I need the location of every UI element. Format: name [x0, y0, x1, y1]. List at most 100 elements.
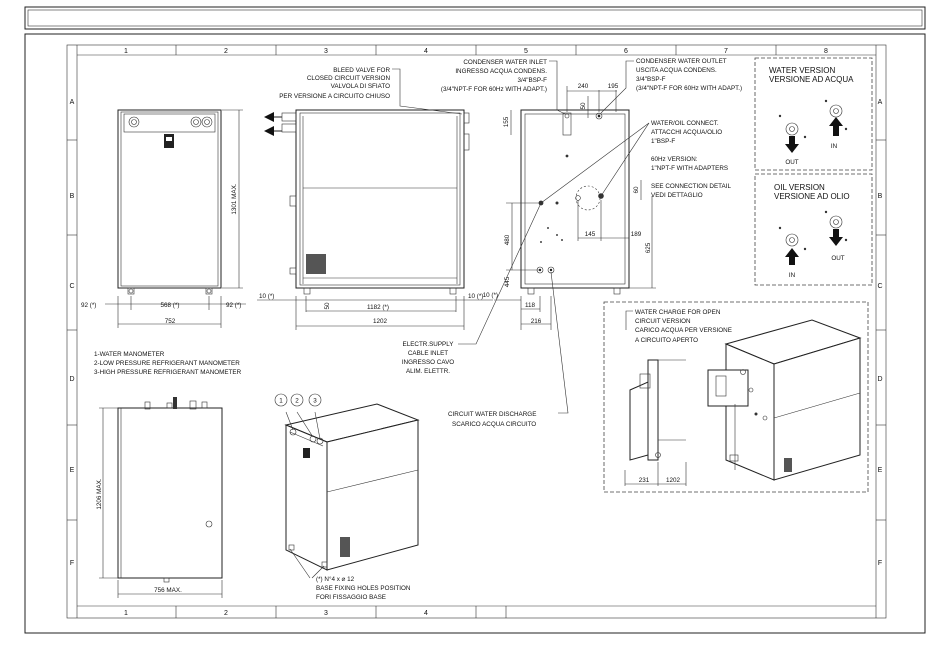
- grid-row-label: C: [69, 283, 74, 290]
- rear-dim-240: 240: [578, 83, 589, 90]
- condenser-outlet-callout: CONDENSER WATER OUTLET USCITA ACQUA COND…: [600, 58, 742, 114]
- grid-row-label: A: [70, 99, 75, 106]
- svg-text:WATER CHARGE FOR OPEN: WATER CHARGE FOR OPEN: [635, 309, 721, 316]
- svg-text:CONDENSER WATER OUTLET: CONDENSER WATER OUTLET: [636, 58, 727, 65]
- charge-dim-1202: 1202: [666, 477, 681, 484]
- svg-text:CLOSED CIRCUIT VERSION: CLOSED CIRCUIT VERSION: [307, 75, 391, 82]
- vent-grille-icon: [306, 254, 326, 274]
- bleed-valve-callout: BLEED VALVE FOR CLOSED CIRCUIT VERSION V…: [279, 67, 463, 115]
- svg-text:CONDENSER WATER INLET: CONDENSER WATER INLET: [463, 59, 547, 66]
- svg-text:CABLE INLET: CABLE INLET: [408, 350, 448, 357]
- water-in-label: IN: [831, 143, 838, 150]
- svg-text:3-HIGH PRESSURE REFRIGERANT MA: 3-HIGH PRESSURE REFRIGERANT MANOMETER: [94, 369, 242, 376]
- grid-row-label: A: [878, 99, 883, 106]
- grid-col-label: 2: [224, 48, 228, 55]
- arrow-out-icon: [264, 126, 274, 136]
- arrow-up-icon: [785, 248, 799, 265]
- svg-text:CIRCUIT VERSION: CIRCUIT VERSION: [635, 318, 691, 325]
- top-height-dim: 1206 MAX.: [96, 478, 103, 509]
- top-grid-strip: [67, 45, 886, 618]
- grid-row-label: E: [70, 467, 75, 474]
- rear-dim-445: 445: [504, 276, 511, 287]
- rear-dim-189: 189: [631, 231, 642, 238]
- callout-badge: [274, 393, 288, 407]
- grid-col-label: 3: [324, 610, 328, 617]
- svg-text:USCITA ACQUA CONDENS.: USCITA ACQUA CONDENS.: [636, 67, 717, 74]
- svg-text:3: 3: [313, 398, 317, 405]
- side-dim-left-offset: 10 (*): [259, 293, 274, 300]
- grid-row-label: B: [70, 193, 75, 200]
- svg-text:1: 1: [279, 398, 283, 405]
- electr-supply-callout: ELECTR.SUPPLY CABLE INLET INGRESSO CAVO …: [402, 202, 542, 375]
- grid-col-label: 4: [424, 610, 428, 617]
- front-view: 1301 MAX. 92 (*) 568 (*) 92 (*) 752: [81, 109, 246, 328]
- rear-dim-60: 60: [633, 186, 640, 194]
- callout-badge: [308, 393, 322, 407]
- side-dim-right-offset: 10 (*): [468, 293, 483, 300]
- grid-row-label: C: [877, 283, 882, 290]
- svg-text:ATTACCHI ACQUA/OLIO: ATTACCHI ACQUA/OLIO: [651, 129, 722, 136]
- base-fixing-note: (*) N°4 x ⌀ 12 BASE FIXING HOLES POSITIO…: [316, 575, 411, 601]
- arrow-down-icon: [785, 136, 799, 153]
- water-out-label: OUT: [785, 159, 798, 166]
- grid-col-label: 1: [124, 48, 128, 55]
- arrow-out-icon: [264, 112, 274, 122]
- rear-dim-216: 216: [531, 318, 542, 325]
- svg-text:VALVOLA DI SFIATO: VALVOLA DI SFIATO: [331, 83, 390, 90]
- svg-text:(3/4"NPT-F FOR 60Hz WITH ADAPT: (3/4"NPT-F FOR 60Hz WITH ADAPT.): [441, 86, 547, 93]
- front-dim-center: 568 (*): [161, 302, 180, 309]
- grid-col-label: 4: [424, 48, 428, 55]
- grid-row-label: F: [878, 560, 882, 567]
- svg-text:WATER VERSION: WATER VERSION: [769, 66, 835, 75]
- svg-text:INGRESSO CAVO: INGRESSO CAVO: [402, 359, 454, 366]
- top-view: 1206 MAX. 756 MAX.: [96, 397, 223, 598]
- oil-version-detail: OIL VERSION VERSIONE AD OLIO IN OUT: [754, 173, 873, 286]
- front-dim-left: 92 (*): [81, 302, 96, 309]
- svg-text:CARICO ACQUA PER VERSIONE: CARICO ACQUA PER VERSIONE: [635, 327, 732, 334]
- svg-text:VERSIONE AD OLIO: VERSIONE AD OLIO: [774, 192, 850, 201]
- grid-row-label: B: [878, 193, 883, 200]
- svg-text:BLEED VALVE FOR: BLEED VALVE FOR: [333, 67, 390, 74]
- svg-text:ALIM. ELETTR.: ALIM. ELETTR.: [406, 368, 450, 375]
- side-view: 10 (*) 10 (*) 50 1182 (*) 1202: [257, 109, 493, 330]
- side-width-dim: 1202: [373, 318, 388, 325]
- svg-text:1"BSP-F: 1"BSP-F: [651, 138, 675, 145]
- svg-text:60Hz VERSION:: 60Hz VERSION:: [651, 156, 698, 163]
- svg-text:ELECTR.SUPPLY: ELECTR.SUPPLY: [403, 341, 455, 348]
- svg-text:BASE FIXING HOLES POSITION: BASE FIXING HOLES POSITION: [316, 585, 411, 592]
- svg-text:VERSIONE AD ACQUA: VERSIONE AD ACQUA: [769, 75, 854, 84]
- title-block: [24, 6, 926, 30]
- side-dim-small: 50: [324, 302, 331, 310]
- svg-text:INGRESSO ACQUA CONDENS.: INGRESSO ACQUA CONDENS.: [455, 68, 547, 75]
- oil-out-label: OUT: [831, 255, 844, 262]
- svg-text:1-WATER MANOMETER: 1-WATER MANOMETER: [94, 351, 165, 358]
- grid-row-label: D: [69, 376, 74, 383]
- front-width-dim: 752: [165, 318, 176, 325]
- condenser-inlet-callout: CONDENSER WATER INLET INGRESSO ACQUA CON…: [441, 59, 566, 115]
- svg-text:OIL VERSION: OIL VERSION: [774, 183, 825, 192]
- charge-dim-231: 231: [639, 477, 650, 484]
- rear-dim-145: 145: [585, 231, 596, 238]
- grid-col-label: 1: [124, 610, 128, 617]
- svg-text:3/4"BSP-F: 3/4"BSP-F: [517, 77, 547, 84]
- water-charge-detail: WATER CHARGE FOR OPEN CIRCUIT VERSION CA…: [603, 301, 869, 493]
- arrow-down-icon: [829, 229, 843, 246]
- drawing-frame: [66, 44, 887, 619]
- side-base-dim: 1182 (*): [367, 304, 389, 311]
- grid-row-label: D: [877, 376, 882, 383]
- svg-text:FORI FISSAGGIO BASE: FORI FISSAGGIO BASE: [316, 594, 386, 601]
- svg-text:CIRCUIT WATER DISCHARGE: CIRCUIT WATER DISCHARGE: [448, 411, 536, 418]
- vent-grille-icon: [784, 458, 792, 472]
- svg-text:(3/4"NPT-F FOR 60Hz WITH ADAPT: (3/4"NPT-F FOR 60Hz WITH ADAPT.): [636, 85, 742, 92]
- sheet-border: [24, 33, 926, 634]
- manometer-legend: 1-WATER MANOMETER 2-LOW PRESSURE REFRIGE…: [94, 351, 242, 376]
- svg-text:SEE CONNECTION DETAIL: SEE CONNECTION DETAIL: [651, 183, 732, 190]
- vent-grille-icon: [340, 537, 350, 557]
- top-width-dim: 756 MAX.: [154, 587, 182, 594]
- front-height-dim: 1301 MAX.: [231, 183, 238, 214]
- rear-dim-50: 50: [580, 102, 587, 110]
- svg-text:1"NPT-F WITH ADAPTERS: 1"NPT-F WITH ADAPTERS: [651, 165, 728, 172]
- svg-text:2: 2: [295, 398, 299, 405]
- svg-text:3/4"BSP-F: 3/4"BSP-F: [636, 76, 666, 83]
